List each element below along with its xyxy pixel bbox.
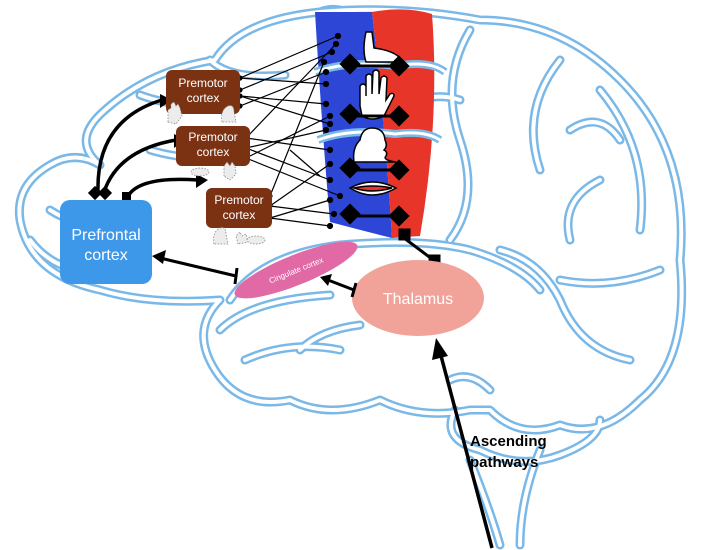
premotor-label-1-line2: cortex: [187, 91, 220, 105]
ascending-label-line1: Ascending: [470, 433, 547, 450]
inhibitory-arrows: [159, 256, 358, 298]
premotor-label-2-line2: cortex: [197, 145, 230, 159]
premotor-label-2-line1: Premotor: [188, 130, 237, 144]
premotor-label-1-line1: Premotor: [178, 76, 227, 90]
premotor-cortex-box-3: Premotor cortex: [206, 188, 272, 228]
mini-hand-icon: [235, 231, 249, 245]
premotor-label-3-line1: Premotor: [214, 193, 263, 207]
prefrontal-label-line2: cortex: [84, 247, 128, 264]
ascending-pathway-arrow: [432, 338, 494, 549]
mini-body-icons: [167, 101, 266, 245]
mini-mouth-icon: [246, 235, 266, 245]
prefrontal-label-line1: Prefrontal: [71, 227, 140, 244]
premotor-cortex-box-1: Premotor cortex: [166, 70, 240, 114]
mouth-icon: [348, 181, 398, 196]
strip-markers: [339, 53, 441, 267]
prefrontal-cortex-box: Prefrontal cortex: [60, 200, 152, 284]
premotor-cortex-box-2: Premotor cortex: [176, 126, 250, 166]
thalamus-label: Thalamus: [383, 291, 453, 308]
hand-icon: [359, 69, 395, 120]
thalamus: Thalamus: [352, 260, 484, 336]
mini-head-icon: [213, 227, 229, 245]
head-icon: [352, 127, 397, 163]
arrow-heads: [152, 250, 332, 286]
brain-outline: [14, 4, 687, 550]
premotor-label-3-line2: cortex: [223, 208, 256, 222]
mini-mouth-icon: [190, 167, 210, 177]
mini-head-icon: [221, 105, 237, 123]
mini-hand-icon: [223, 161, 237, 181]
ascending-label-line2: pathways: [470, 454, 538, 471]
mini-hand-icon: [167, 101, 183, 125]
